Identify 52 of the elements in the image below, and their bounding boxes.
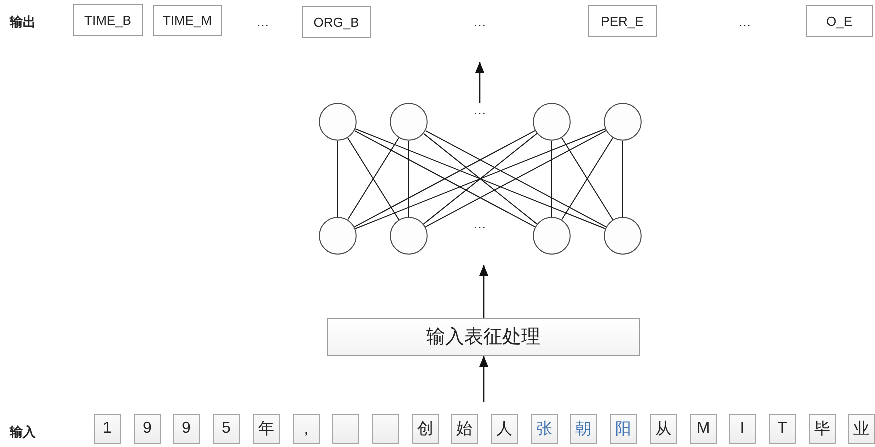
neuron-circle [604, 103, 642, 141]
neuron-circle [390, 103, 428, 141]
cross-connection [354, 130, 536, 228]
character-box: 年 [253, 414, 280, 444]
character-box: 业 [848, 414, 875, 444]
neuron-circle [533, 103, 571, 141]
row-label: 输出 [10, 16, 36, 28]
character-box: 人 [491, 414, 518, 444]
ellipsis-text: … [474, 218, 486, 230]
arrow [480, 265, 488, 318]
arrow [476, 62, 484, 104]
character-box: 朝 [570, 414, 597, 444]
output-tag-box: O_E [806, 5, 873, 37]
connection-line [408, 140, 410, 218]
character-box: M [690, 414, 717, 444]
neuron-circle [319, 217, 357, 255]
character-box: ， [293, 414, 320, 444]
character-box: T [769, 414, 796, 444]
cross-connection [348, 138, 400, 220]
cross-connection [425, 130, 607, 228]
character-box: 1 [94, 414, 121, 444]
output-tag-box: TIME_B [73, 4, 143, 36]
row-label: 输入 [10, 426, 36, 438]
process-box: 输入表征处理 [327, 318, 640, 356]
output-tag-box: TIME_M [153, 5, 222, 36]
ellipsis-text: … [474, 16, 486, 28]
character-box: 5 [213, 414, 240, 444]
character-box: 从 [650, 414, 677, 444]
character-box: I [729, 414, 756, 444]
character-box: 创 [412, 414, 439, 444]
connection-line [622, 140, 624, 218]
ellipsis-text: … [738, 16, 752, 28]
neuron-circle [533, 217, 571, 255]
character-box: 9 [134, 414, 161, 444]
arrow [480, 356, 488, 402]
cross-connection [423, 133, 538, 225]
character-box: 张 [531, 414, 558, 444]
ellipsis-text: … [256, 16, 270, 28]
cross-connection [355, 128, 606, 230]
ellipsis-text: … [474, 104, 486, 116]
neuron-circle [319, 103, 357, 141]
output-tag-box: PER_E [588, 5, 657, 37]
neuron-circle [390, 217, 428, 255]
character-box: 阳 [610, 414, 637, 444]
output-tag-box: ORG_B [302, 6, 371, 38]
character-box: 毕 [809, 414, 836, 444]
cross-connection [562, 138, 614, 220]
character-box [332, 414, 359, 444]
character-box: 始 [451, 414, 478, 444]
character-box: 9 [173, 414, 200, 444]
neuron-circle [604, 217, 642, 255]
character-box [372, 414, 399, 444]
